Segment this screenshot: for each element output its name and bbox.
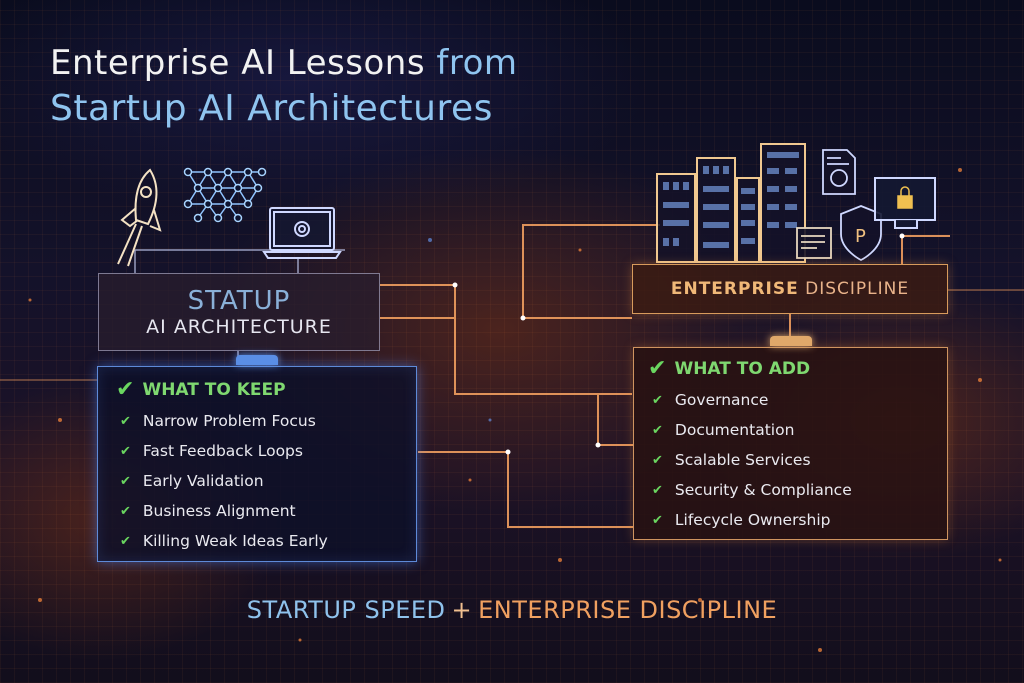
title-line2: Startup AI Architectures	[50, 88, 493, 129]
what-to-keep-title: WHAT TO KEEP	[142, 379, 286, 400]
page-title: Enterprise AI Lessons from Startup AI Ar…	[50, 40, 518, 132]
title-main: Enterprise AI Lessons	[50, 43, 426, 83]
what-to-keep-panel: ✔ WHAT TO KEEP ✔ Narrow Problem Focus ✔ Fa…	[97, 355, 417, 562]
list-item-label: Security & Compliance	[674, 481, 852, 499]
list-item: ✔ Narrow Problem Focus	[116, 406, 398, 436]
list-item-label: Documentation	[674, 421, 795, 439]
list-item: ✔ Governance	[648, 385, 933, 415]
check-icon: ✔	[648, 356, 667, 381]
neural-network-icon	[183, 167, 267, 223]
panel-connector-tab	[769, 336, 812, 346]
panel-connector-tab	[236, 355, 278, 365]
check-icon: ✔	[120, 503, 131, 519]
shield-p-icon	[840, 205, 882, 262]
check-icon: ✔	[120, 473, 131, 489]
list-item-label: Fast Feedback Loops	[142, 442, 303, 460]
check-icon: ✔	[652, 482, 663, 498]
startup-header-title: STATUP	[187, 286, 291, 316]
startup-architecture-header: STATUP AI ARCHITECTURE	[98, 273, 380, 351]
what-to-add-panel: ✔ WHAT TO ADD ✔ Governance ✔ Documentation…	[633, 336, 948, 540]
what-to-add-title: WHAT TO ADD	[674, 358, 811, 379]
enterprise-header-normal: DISCIPLINE	[805, 279, 910, 299]
list-item-label: Narrow Problem Focus	[142, 412, 316, 430]
list-item-label: Killing Weak Ideas Early	[142, 532, 328, 550]
check-icon: ✔	[120, 533, 131, 549]
list-item: ✔ Scalable Services	[648, 445, 933, 475]
title-accent: from	[436, 43, 518, 83]
check-icon: ✔	[116, 377, 135, 402]
laptop-at-icon	[262, 207, 342, 259]
startup-header-subtitle: AI ARCHITECTURE	[146, 316, 332, 338]
document-icon	[822, 149, 856, 195]
check-icon: ✔	[652, 422, 663, 438]
list-item: ✔ Early Validation	[116, 466, 398, 496]
svg-text:P: P	[855, 226, 866, 247]
enterprise-header-bold: ENTERPRISE	[670, 279, 799, 299]
tagline: STARTUP SPEED+ENTERPRISE DISCIPLINE	[0, 596, 1024, 624]
list-item: ✔ Lifecycle Ownership	[648, 505, 933, 535]
list-item-label: Lifecycle Ownership	[674, 511, 831, 529]
check-icon: ✔	[652, 392, 663, 408]
check-icon: ✔	[652, 452, 663, 468]
rocket-icon	[117, 168, 162, 267]
list-item-label: Scalable Services	[674, 451, 811, 469]
list-item-label: Early Validation	[142, 472, 264, 490]
buildings-icon: P	[656, 143, 936, 263]
list-item: ✔ Killing Weak Ideas Early	[116, 526, 398, 556]
list-item: ✔ Documentation	[648, 415, 933, 445]
check-icon: ✔	[120, 413, 131, 429]
list-item-label: Governance	[674, 391, 769, 409]
enterprise-discipline-header: ENTERPRISE DISCIPLINE	[632, 264, 948, 314]
check-icon: ✔	[120, 443, 131, 459]
list-item: ✔ Business Alignment	[116, 496, 398, 526]
tagline-plus: +	[451, 596, 473, 624]
tagline-startup: STARTUP SPEED	[246, 596, 446, 624]
list-item: ✔ Fast Feedback Loops	[116, 436, 398, 466]
list-item-label: Business Alignment	[142, 502, 296, 520]
tagline-enterprise: ENTERPRISE DISCIPLINE	[478, 596, 778, 624]
list-item: ✔ Security & Compliance	[648, 475, 933, 505]
check-icon: ✔	[652, 512, 663, 528]
